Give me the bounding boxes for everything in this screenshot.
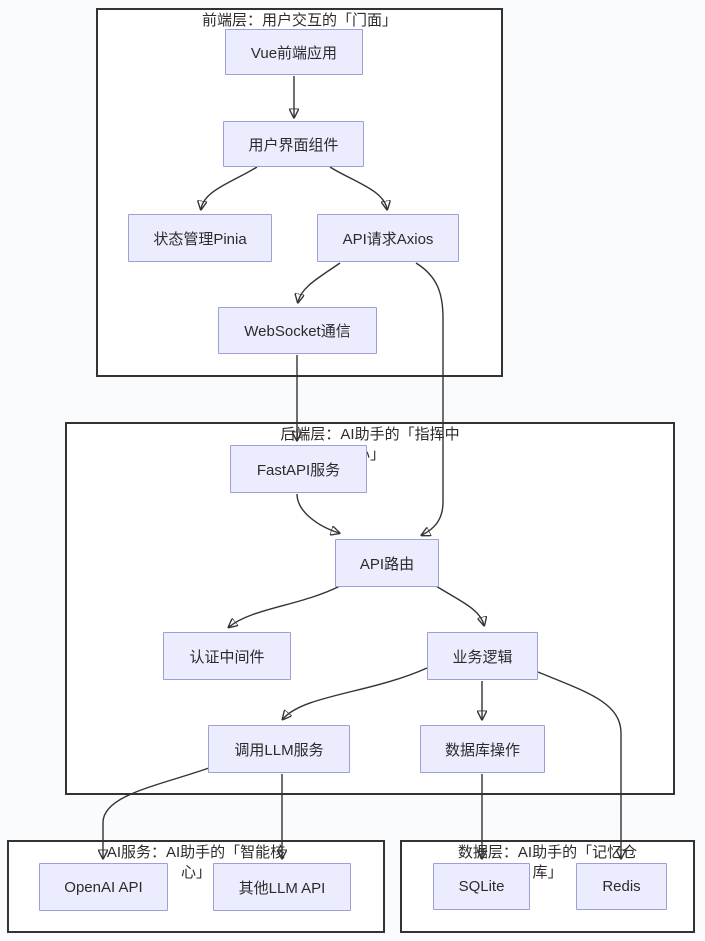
container-ai-services-title: AI服务：AI助手的「智能核心」 — [106, 844, 286, 881]
node-axios-label: API请求Axios — [342, 230, 434, 248]
node-axios: API请求Axios — [317, 214, 459, 262]
node-ui-components: 用户界面组件 — [223, 121, 364, 167]
edge-api-router-to-business — [435, 585, 484, 625]
node-auth-middleware-label: 认证中间件 — [189, 648, 265, 666]
edge-axios-to-websocket — [298, 262, 341, 302]
node-db-operations: 数据库操作 — [420, 725, 545, 773]
node-other-llm-api-label: 其他LLM API — [238, 879, 326, 897]
node-ui-components-label: 用户界面组件 — [248, 136, 339, 154]
node-vue-app: Vue前端应用 — [225, 29, 363, 75]
edge-ui-to-axios — [329, 166, 387, 209]
node-websocket-label: WebSocket通信 — [244, 323, 351, 340]
node-redis: Redis — [576, 863, 667, 910]
edge-axios-to-api-router — [415, 262, 444, 535]
node-llm-service: 调用LLM服务 — [208, 725, 350, 773]
node-sqlite-label: SQLite — [458, 878, 505, 895]
edge-llm-to-openai — [103, 767, 210, 858]
node-openai-api: OpenAI API — [39, 863, 168, 911]
edge-fastapi-to-api-router — [296, 493, 339, 533]
node-vue-app-label: Vue前端应用 — [250, 44, 338, 62]
node-pinia-label: 状态管理Pinia — [153, 230, 247, 248]
node-websocket: WebSocket通信 — [218, 307, 377, 354]
edge-api-router-to-auth — [229, 585, 341, 627]
node-api-router: API路由 — [335, 539, 439, 587]
edge-business-to-redis — [537, 671, 621, 858]
node-redis-label: Redis — [602, 878, 641, 895]
container-data-layer-title: 数据层：AI助手的「记忆仓库」 — [457, 844, 638, 881]
node-openai-api-label: OpenAI API — [64, 878, 143, 896]
edge-business-to-llm — [283, 667, 428, 719]
node-business-logic-label: 业务逻辑 — [452, 648, 513, 666]
node-other-llm-api: 其他LLM API — [213, 863, 351, 911]
node-business-logic: 业务逻辑 — [427, 632, 538, 680]
node-fastapi: FastAPI服务 — [230, 445, 367, 493]
edge-ui-to-pinia — [201, 166, 258, 209]
node-api-router-label: API路由 — [359, 555, 415, 573]
node-llm-service-label: 调用LLM服务 — [234, 741, 324, 759]
node-fastapi-label: FastAPI服务 — [256, 461, 341, 479]
node-sqlite: SQLite — [433, 863, 530, 910]
container-frontend-title: 前端层：用户交互的「门面」 — [201, 12, 398, 29]
node-auth-middleware: 认证中间件 — [163, 632, 291, 680]
node-pinia: 状态管理Pinia — [128, 214, 272, 262]
node-db-operations-label: 数据库操作 — [444, 741, 520, 759]
